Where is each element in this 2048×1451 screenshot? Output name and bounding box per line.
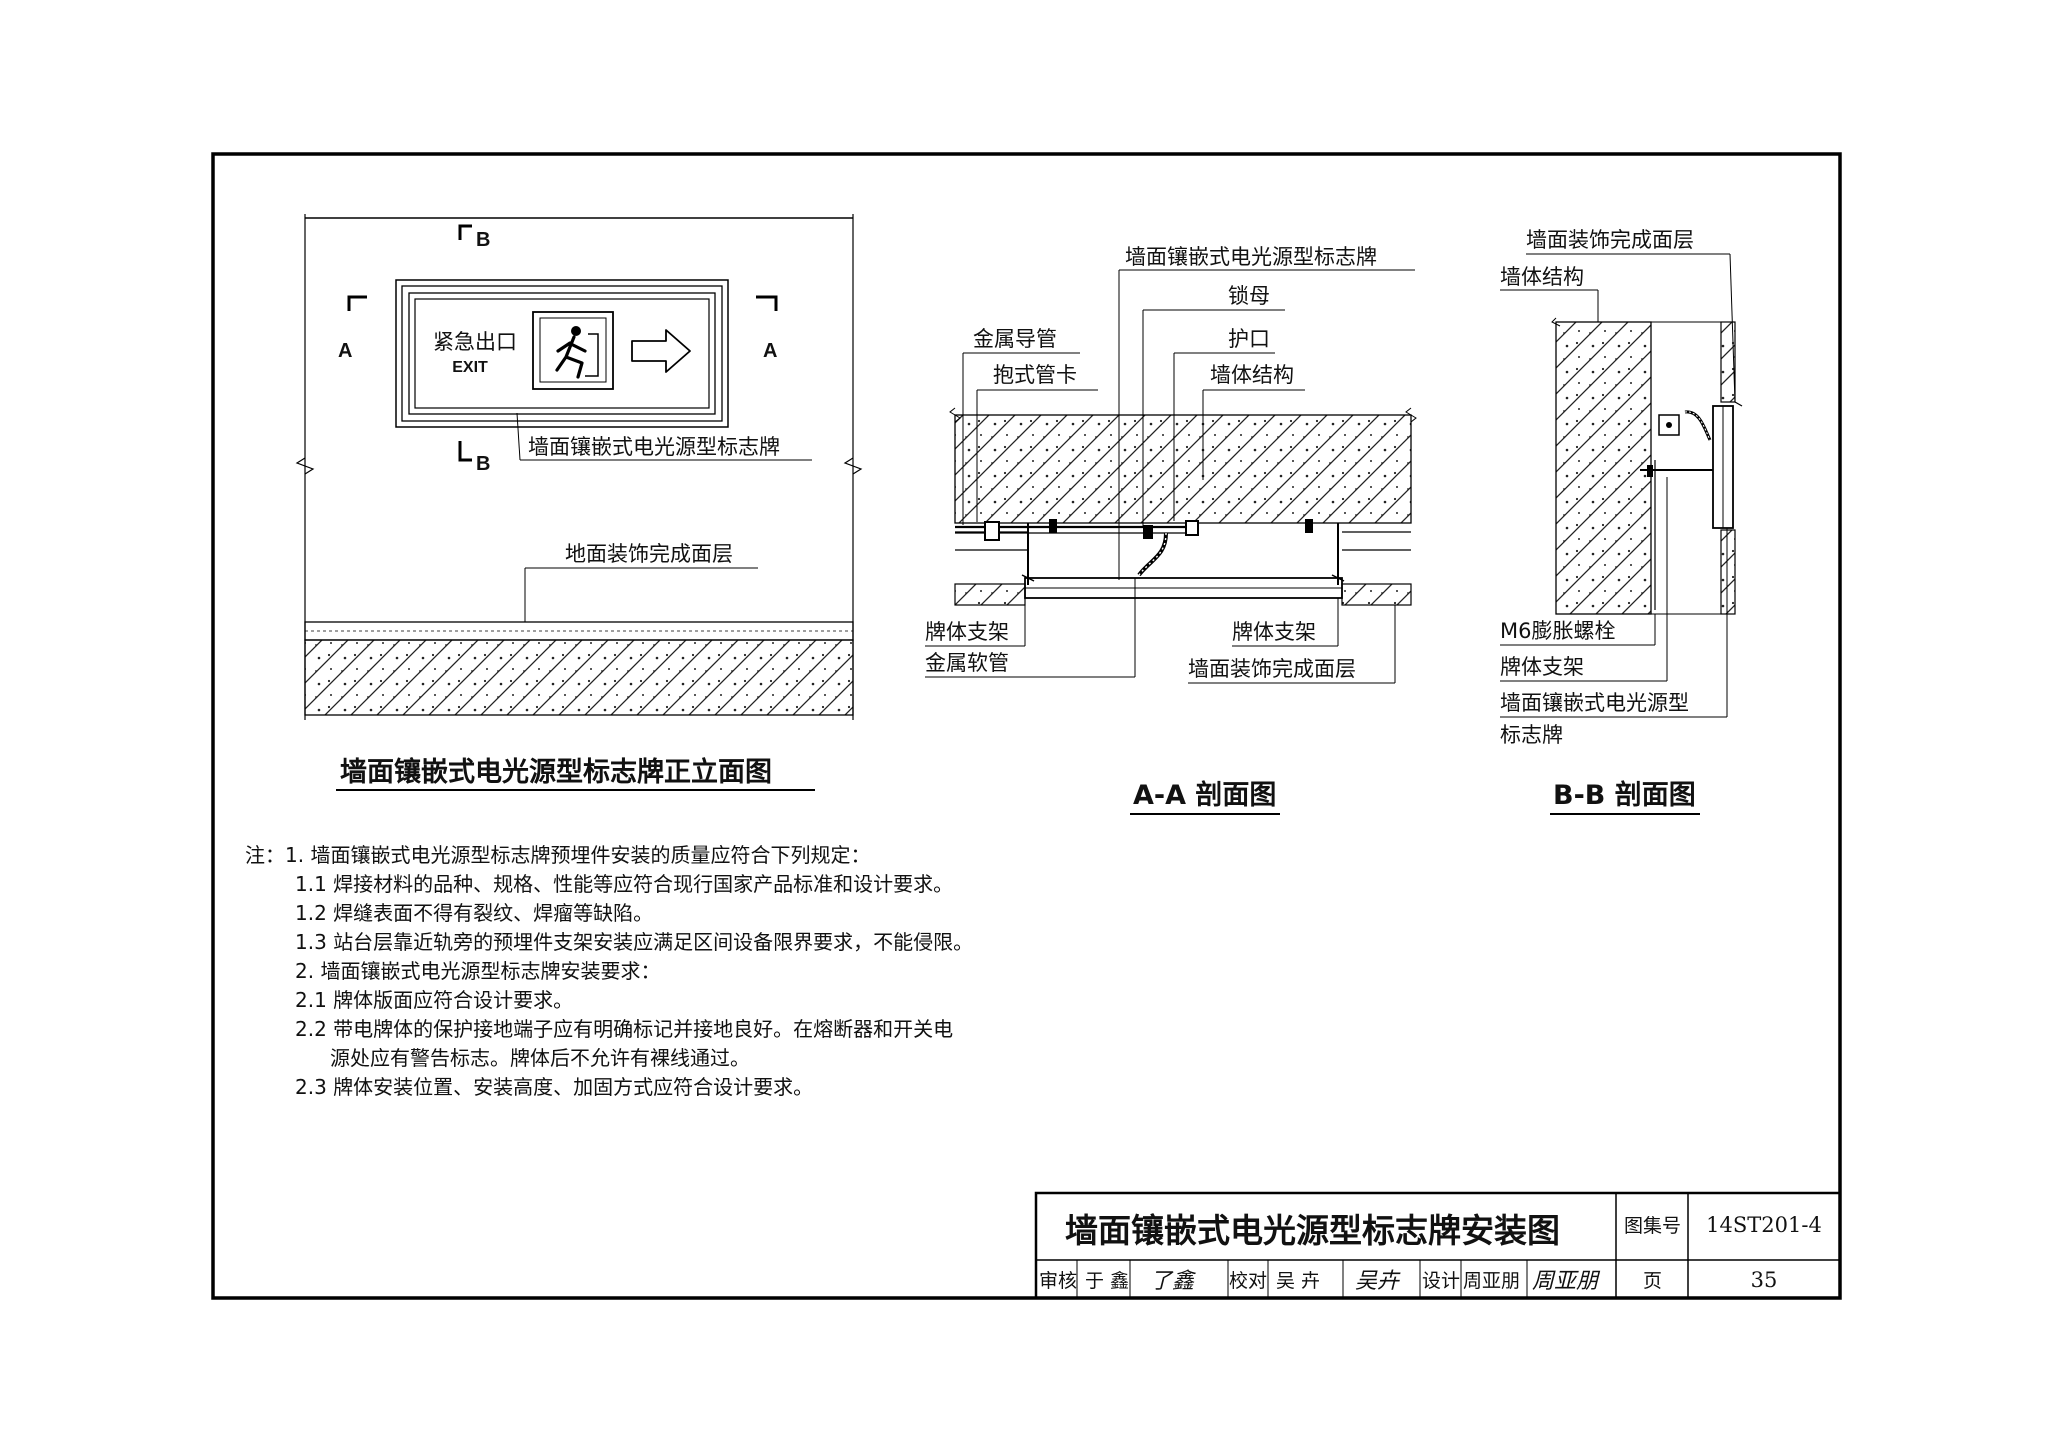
pipe-clamp-aa (984, 521, 1000, 541)
checker-signature: 吴卉 (1355, 1269, 1401, 1294)
note-line: 2. 墙面镶嵌式电光源型标志牌安装要求： (295, 959, 660, 983)
sign-outer-frame (395, 279, 729, 428)
note-line: 2.3 牌体安装位置、安装高度、加固方式应符合设计要求。 (295, 1075, 813, 1099)
check-label: 校对 (1229, 1270, 1267, 1292)
note-line: 2.2 带电牌体的保护接地端子应有明确标记并接地良好。在熔断器和开关电 (295, 1017, 953, 1041)
arrow-right-icon (631, 329, 691, 373)
checker-name: 吴 卉 (1276, 1270, 1320, 1292)
designer-name: 周亚朋 (1463, 1270, 1520, 1292)
drawing-title: 墙面镶嵌式电光源型标志牌安装图 (1065, 1211, 1560, 1250)
section-bb-view: 墙面装饰完成面层 墙体结构 M6膨胀螺栓 牌体支架 墙面镶嵌式电光源型 标志牌 … (1500, 228, 1743, 815)
reviewer-name: 于 鑫 (1085, 1270, 1129, 1292)
wall-finish-bottom-bb (1720, 529, 1736, 615)
floor-finish-label: 地面装饰完成面层 (565, 542, 733, 566)
label-flex-conduit: 金属软管 (925, 651, 1009, 675)
elevation-title: 墙面镶嵌式电光源型标志牌正立面图 (340, 756, 772, 788)
wall-structure-bb (1555, 321, 1652, 615)
label-sign-bb-line2: 标志牌 (1500, 723, 1563, 747)
cut-mark-b-bottom: B (458, 441, 490, 475)
sign-text-en: EXIT (452, 359, 488, 376)
page-label: 页 (1643, 1270, 1662, 1292)
atlas-no-label: 图集号 (1624, 1215, 1681, 1237)
wall-finish-top-bb (1720, 321, 1736, 403)
label-wall-finish-bb: 墙面装饰完成面层 (1526, 228, 1694, 252)
sheet-border (211, 152, 1842, 1300)
page-number: 35 (1751, 1268, 1778, 1292)
svg-text:A: A (338, 340, 352, 362)
note-line: 源处应有警告标志。牌体后不允许有裸线通过。 (330, 1046, 750, 1070)
cut-mark-a-left: A (338, 295, 367, 362)
svg-text:A: A (763, 340, 777, 362)
svg-text:B: B (476, 453, 490, 475)
elevation-view: 紧急出口 EXIT B B A A 墙面 (295, 214, 863, 791)
title-block: 墙面镶嵌式电光源型标志牌安装图 图集号 14ST201-4 审核 于 鑫 了鑫 … (1034, 1191, 1842, 1300)
note-line: 注：1. 墙面镶嵌式电光源型标志牌预埋件安装的质量应符合下列规定： (245, 843, 870, 867)
label-bracket-right-aa: 牌体支架 (1232, 620, 1316, 644)
note-line: 1.1 焊接材料的品种、规格、性能等应符合现行国家产品标准和设计要求。 (295, 872, 953, 896)
notes-block: 注：1. 墙面镶嵌式电光源型标志牌预埋件安装的质量应符合下列规定： 1.1 焊接… (245, 843, 973, 1099)
cut-mark-a-right: A (756, 295, 778, 362)
section-bb-title: B-B 剖面图 (1553, 779, 1696, 811)
wall-finish-right-aa (1341, 583, 1412, 606)
label-bracket-bb: 牌体支架 (1500, 655, 1584, 679)
running-man-icon (532, 311, 614, 390)
label-pipe-clamp: 抱式管卡 (993, 363, 1077, 387)
floor-slab (304, 639, 854, 716)
label-bushing: 护口 (1228, 327, 1270, 351)
sign-label: 墙面镶嵌式电光源型标志牌 (528, 435, 780, 459)
label-metal-conduit: 金属导管 (973, 327, 1057, 351)
designer-signature: 周亚朋 (1532, 1269, 1601, 1294)
section-aa-view: 墙面镶嵌式电光源型标志牌 锁母 金属导管 护口 抱式管卡 墙体结构 牌体支架 牌… (925, 245, 1417, 815)
label-wall-structure-aa: 墙体结构 (1210, 363, 1294, 387)
svg-text:B: B (476, 229, 490, 251)
section-aa-title: A-A 剖面图 (1133, 779, 1276, 811)
label-wall-finish-aa: 墙面装饰完成面层 (1188, 657, 1356, 681)
label-sign-aa: 墙面镶嵌式电光源型标志牌 (1125, 245, 1377, 269)
note-line: 1.3 站台层靠近轨旁的预埋件支架安装应满足区间设备限界要求，不能侵限。 (295, 930, 973, 954)
flex-conduit-aa (1137, 532, 1168, 577)
review-label: 审核 (1039, 1270, 1077, 1292)
label-bracket-left-aa: 牌体支架 (925, 620, 1009, 644)
wall-finish-left-aa (954, 583, 1026, 606)
label-lock-nut: 锁母 (1228, 284, 1270, 308)
label-sign-bb-line1: 墙面镶嵌式电光源型 (1500, 691, 1689, 715)
atlas-no: 14ST201-4 (1706, 1213, 1822, 1237)
note-line: 2.1 牌体版面应符合设计要求。 (295, 988, 573, 1012)
design-label: 设计 (1422, 1270, 1460, 1292)
floor-finish-layer (304, 621, 854, 641)
cut-mark-b-top: B (458, 224, 490, 251)
wall-structure-aa (954, 414, 1412, 524)
label-wall-structure-bb: 墙体结构 (1500, 265, 1584, 289)
label-bolt-bb: M6膨胀螺栓 (1500, 619, 1615, 643)
reviewer-signature: 了鑫 (1150, 1269, 1197, 1294)
sign-text-cn: 紧急出口 (433, 330, 517, 354)
note-line: 1.2 焊缝表面不得有裂纹、焊瘤等缺陷。 (295, 901, 653, 925)
